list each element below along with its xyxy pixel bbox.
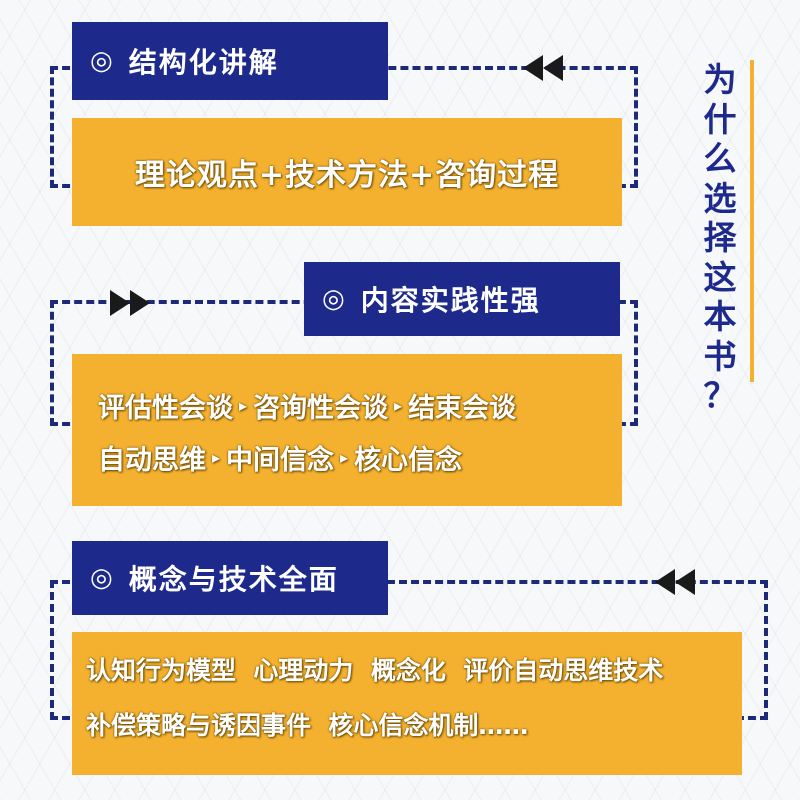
section2-content: 评估性会谈 ▸ 咨询性会谈 ▸ 结束会谈 自动思维 ▸ 中间信念 ▸ 核心信念 <box>72 354 622 506</box>
side-title-char: ？ <box>703 376 737 415</box>
side-title-char: 择 <box>703 218 737 257</box>
section1-heading-text: 结构化讲解 <box>128 46 279 79</box>
circle-bullet-icon: ◎ <box>90 46 115 76</box>
section3-row-1: 认知行为模型 心理动力 概念化 评价自动思维技术 <box>86 650 742 688</box>
side-title-char: 这 <box>703 257 737 297</box>
side-title-char: 为 <box>703 60 737 99</box>
section2-item: 结束会谈 <box>408 392 517 424</box>
side-title-char: 么 <box>703 139 737 178</box>
side-title-char: 书 <box>703 336 737 376</box>
section3-line: 补偿策略与诱因事件 核心信念机制…… <box>86 711 529 740</box>
arrow-right-small-icon: ▸ <box>212 447 221 467</box>
side-title: 为 什 么 选 择 这 本 书 ？ <box>702 60 738 416</box>
section2-item: 中间信念 <box>226 444 335 476</box>
section3-heading: ◎ 概念与技术全面 <box>72 541 388 615</box>
section2-row-2: 自动思维 ▸ 中间信念 ▸ 核心信念 <box>98 438 622 476</box>
section3-heading-text: 概念与技术全面 <box>128 563 339 596</box>
section2-heading: ◎ 内容实践性强 <box>304 262 620 336</box>
side-title-char: 选 <box>703 178 737 218</box>
arrow-left-icon-3 <box>655 569 695 595</box>
arrow-left-icon-1 <box>523 55 563 81</box>
arrow-right-small-icon: ▸ <box>394 395 403 415</box>
section3-line: 认知行为模型 心理动力 概念化 评价自动思维技术 <box>86 656 664 685</box>
side-accent-line <box>750 60 754 382</box>
arrow-right-icon-2 <box>110 290 150 316</box>
section1-content: 理论观点+技术方法+咨询过程 <box>72 118 622 226</box>
section2-item: 核心信念 <box>354 444 463 476</box>
section1-line: 理论观点+技术方法+咨询过程 <box>134 158 560 193</box>
circle-bullet-icon: ◎ <box>90 563 115 593</box>
side-title-char: 本 <box>703 297 737 336</box>
section1-heading: ◎ 结构化讲解 <box>72 22 388 100</box>
section2-item: 自动思维 <box>98 444 206 476</box>
side-title-char: 什 <box>703 99 737 139</box>
section2-heading-text: 内容实践性强 <box>360 284 541 317</box>
arrow-right-small-icon: ▸ <box>340 447 349 467</box>
arrow-right-small-icon: ▸ <box>239 395 248 415</box>
section2-item: 咨询性会谈 <box>253 392 389 424</box>
circle-bullet-icon: ◎ <box>322 284 347 314</box>
section2-item: 评估性会谈 <box>98 392 233 424</box>
section3-content: 认知行为模型 心理动力 概念化 评价自动思维技术 补偿策略与诱因事件 核心信念机… <box>72 632 742 775</box>
section3-row-2: 补偿策略与诱因事件 核心信念机制…… <box>86 705 742 743</box>
section2-row-1: 评估性会谈 ▸ 咨询性会谈 ▸ 结束会谈 <box>98 386 622 424</box>
